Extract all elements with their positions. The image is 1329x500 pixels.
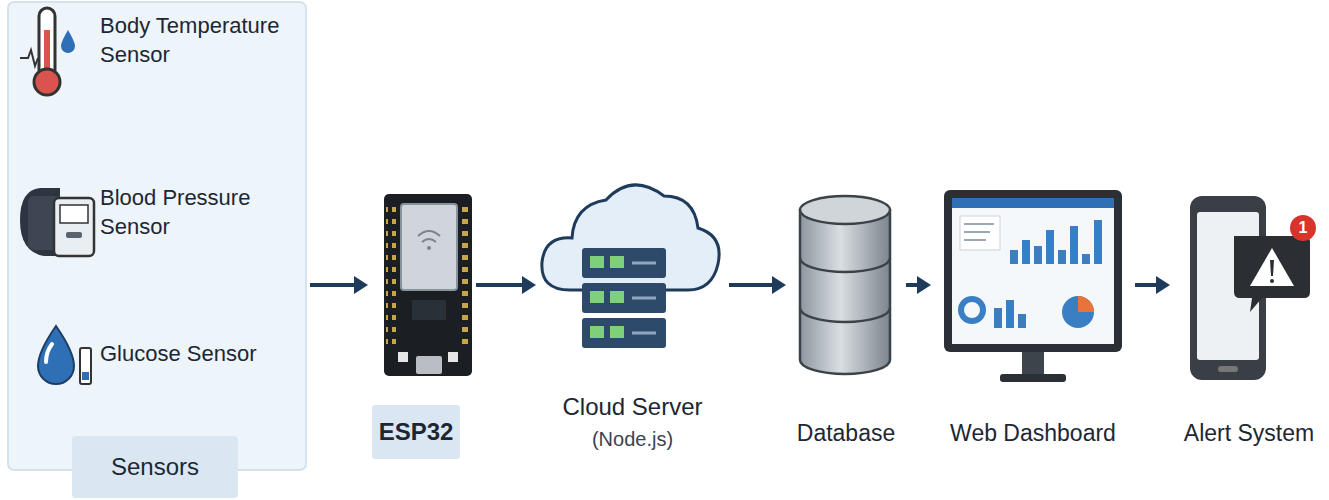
storage-node: Database	[790, 190, 902, 460]
arrow-line	[1135, 283, 1158, 287]
arrow-head	[772, 276, 786, 294]
node-label: Cloud Server	[540, 392, 725, 422]
sensor-group: SensorsBody Temperature SensorBlood Pres…	[8, 2, 306, 470]
node-sublabel: (Node.js)	[540, 426, 725, 452]
node-label: Glucose Sensor	[100, 340, 290, 369]
sensor-tab	[72, 436, 238, 498]
phone-alert-icon	[1190, 196, 1316, 380]
node-label: Database	[790, 418, 902, 448]
arrow-line	[310, 283, 356, 287]
database-icon	[800, 196, 890, 374]
esp32-board	[384, 194, 472, 376]
node-label: Body Temperature Sensor	[100, 12, 290, 69]
sensor-item: Blood Pressure Sensor	[16, 184, 298, 264]
arrow-head	[917, 276, 931, 294]
sensor-panel	[8, 2, 306, 470]
flow-arrow	[729, 276, 786, 294]
flow-arrow	[476, 276, 536, 294]
sensor-item: Body Temperature Sensor	[16, 12, 298, 102]
glucose-icon	[38, 326, 91, 384]
blood-pressure-icon	[20, 188, 94, 256]
arrow-line	[476, 283, 524, 287]
flow-arrow	[310, 276, 368, 294]
node-label: Sensors	[72, 436, 238, 498]
arrow-head	[1156, 276, 1170, 294]
sensor-item: Glucose Sensor	[16, 340, 298, 390]
device-node: ESP32	[372, 190, 472, 465]
arrow-head	[522, 276, 536, 294]
arrow-line	[729, 283, 774, 287]
flow-arrow	[1135, 276, 1170, 294]
node-label: Blood Pressure Sensor	[100, 184, 290, 241]
service-node: Cloud Server (Node.js)	[540, 170, 725, 470]
badge-count: 1	[1290, 216, 1316, 240]
node-label: ESP32	[372, 405, 460, 459]
dashboard-node: Web Dashboard	[935, 185, 1131, 460]
cloud-server-icon	[542, 185, 719, 348]
thermometer-icon	[20, 8, 75, 95]
monitor-icon	[944, 190, 1122, 382]
arrow-head	[354, 276, 368, 294]
node-label: Web Dashboard	[935, 418, 1131, 448]
flow-arrow	[906, 276, 931, 294]
node-label: Alert System	[1174, 418, 1324, 448]
